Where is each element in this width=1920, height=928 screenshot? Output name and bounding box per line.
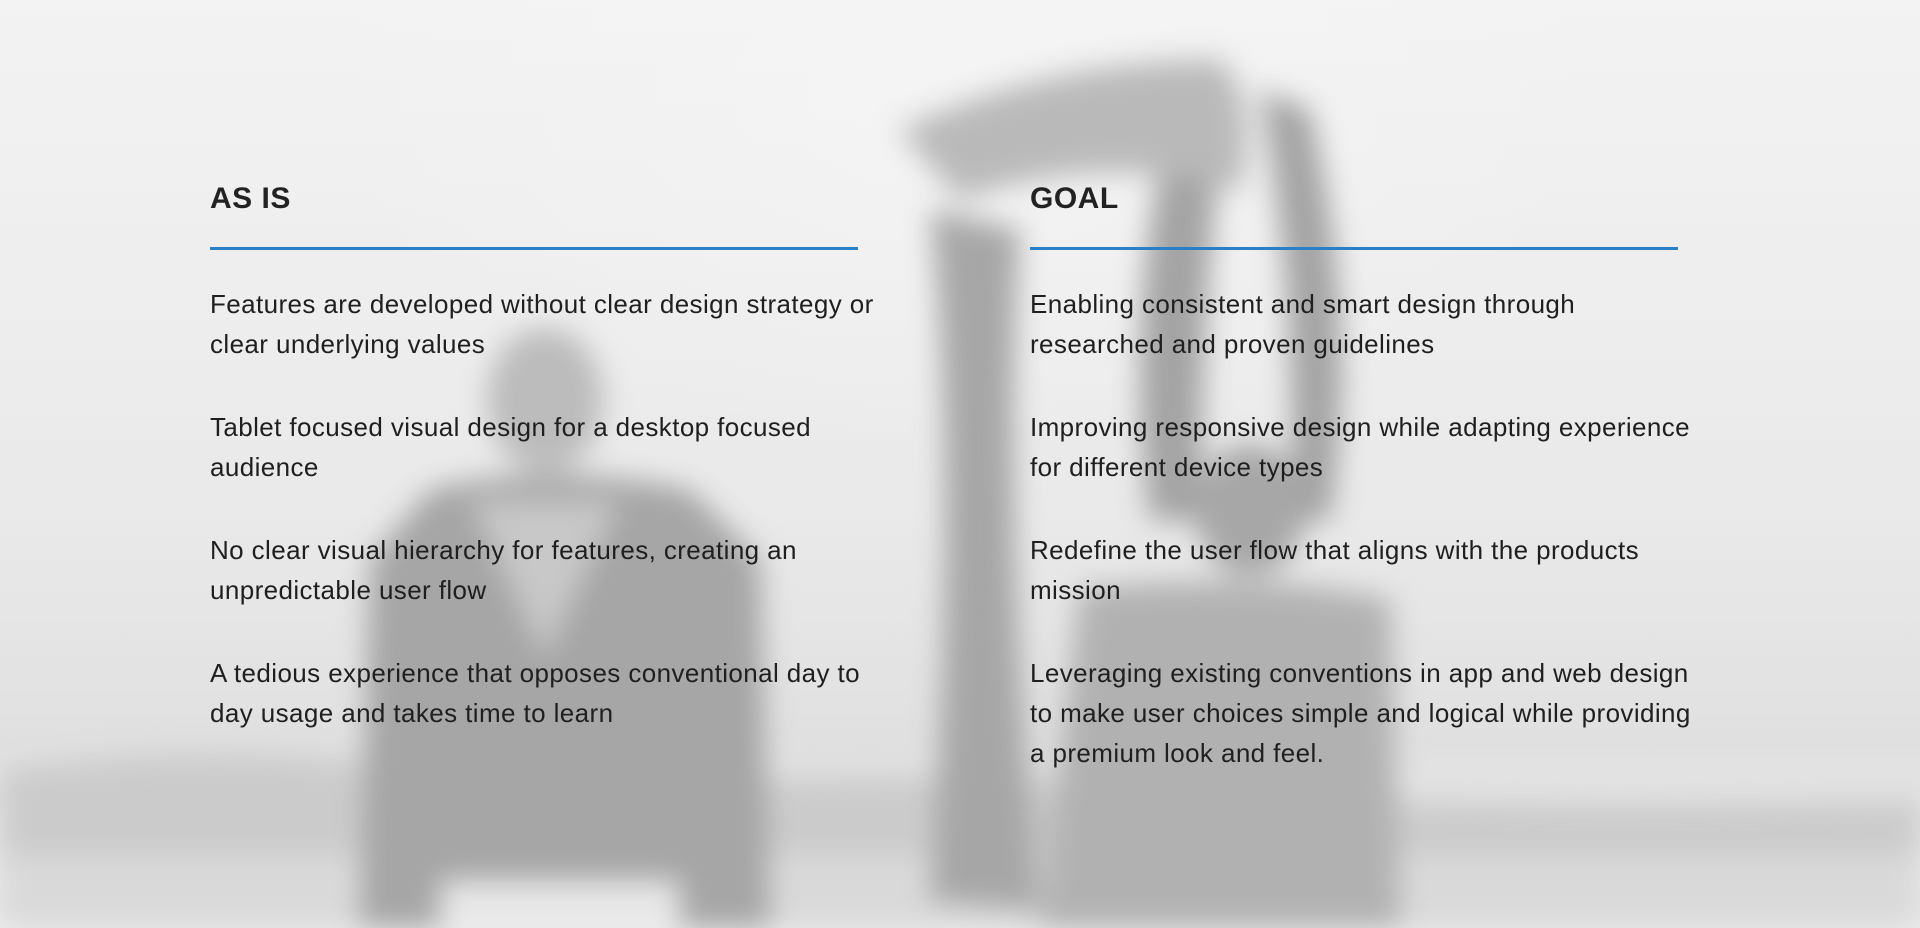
as-is-item: Tablet focused visual design for a deskt… <box>210 412 812 482</box>
goal-item: Improving responsive design while adapti… <box>1030 412 1691 482</box>
goal-heading: GOAL <box>1030 182 1119 215</box>
as-is-item: Features are developed without clear des… <box>210 289 874 359</box>
columns-wrapper: AS IS Features are developed without cle… <box>210 178 1690 816</box>
as-is-divider <box>210 247 858 250</box>
goal-item: Leveraging existing conventions in app a… <box>1030 658 1691 768</box>
goal-item: Redefine the user flow that aligns with … <box>1030 535 1640 605</box>
as-is-heading: AS IS <box>210 182 291 215</box>
goal-column: GOAL Enabling consistent and smart desig… <box>1030 178 1690 816</box>
as-is-column: AS IS Features are developed without cle… <box>210 178 873 816</box>
as-is-item: No clear visual hierarchy for features, … <box>210 535 797 605</box>
goal-divider <box>1030 247 1678 250</box>
goal-item: Enabling consistent and smart design thr… <box>1030 289 1576 359</box>
as-is-item: A tedious experience that opposes conven… <box>210 658 860 728</box>
